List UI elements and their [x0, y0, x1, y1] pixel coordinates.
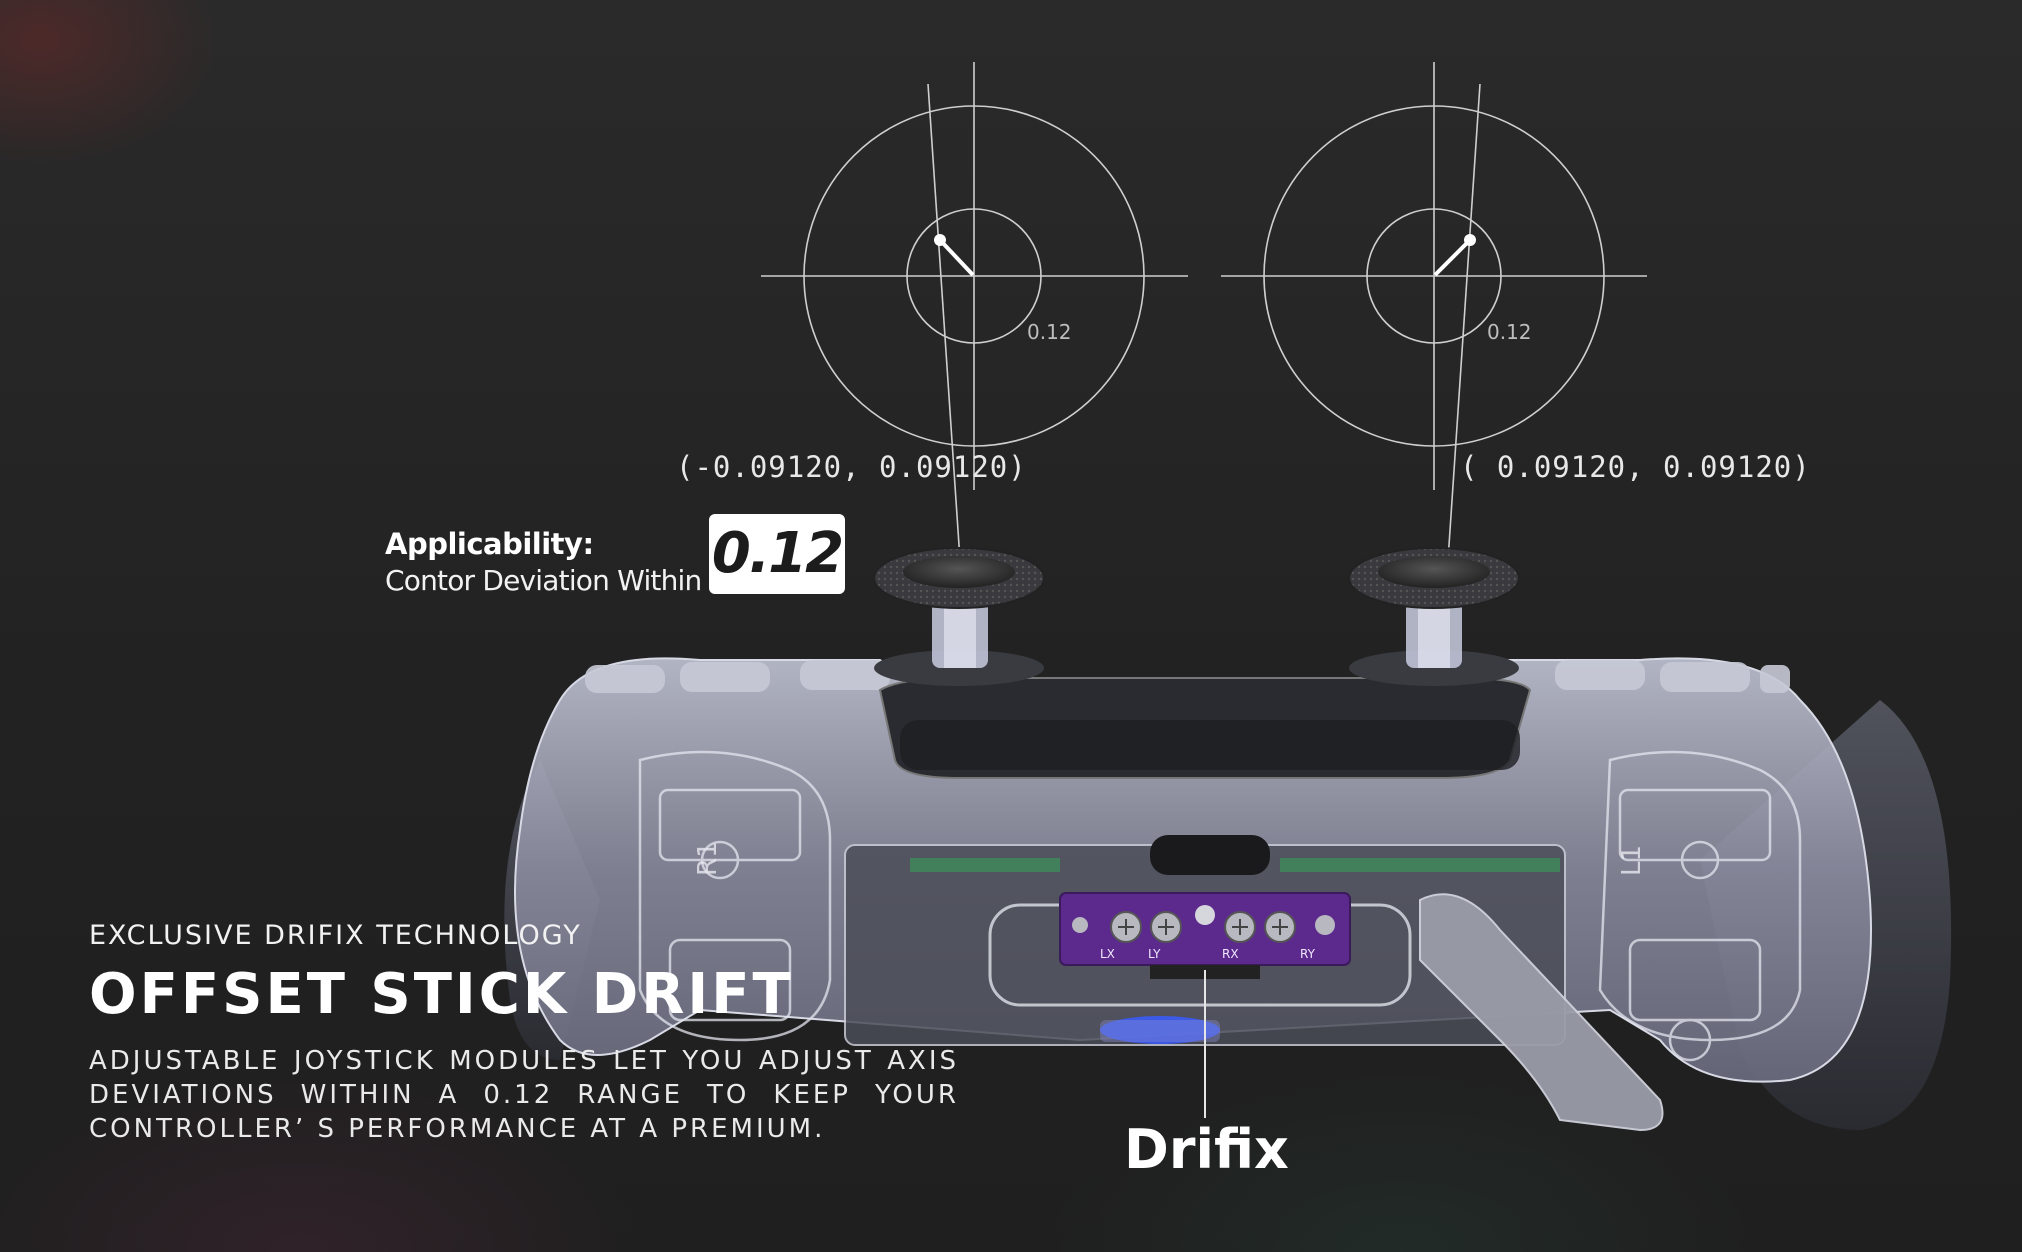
- drifix-board: LX LY RX RY: [1059, 892, 1351, 979]
- feature-headline: OFFSET STICK DRIFT: [89, 962, 794, 1027]
- feature-body: ADJUSTABLE JOYSTICK MODULES LET YOU ADJU…: [89, 1046, 959, 1144]
- board-label-lx: LX: [1100, 947, 1115, 961]
- right-inner-housing: [1598, 750, 1802, 1062]
- applicability-subtitle: Contor Deviation Within: [385, 564, 702, 598]
- deviation-vector: [938, 238, 975, 277]
- right-stick-diagram: [1221, 62, 1647, 561]
- shoulder-buttons: [585, 660, 1790, 693]
- board-label-ly: LY: [1148, 947, 1161, 961]
- board-label-rx: RX: [1222, 947, 1239, 961]
- tilt-axis: [1447, 83, 1481, 561]
- left-stick-diagram: [761, 62, 1188, 561]
- applicability-title: Applicability:: [385, 527, 594, 561]
- drifix-label: Drifix: [1124, 1118, 1289, 1181]
- deviation-point: [1464, 234, 1476, 246]
- left-inner-housing: [638, 750, 832, 1042]
- board-label-ry: RY: [1300, 947, 1316, 961]
- left-scale-label: 0.12: [1027, 320, 1072, 344]
- grip-label-r1: R1: [693, 841, 723, 876]
- feature-eyebrow: EXCLUSIVE DRIFIX TECHNOLOGY: [89, 920, 582, 951]
- right-joystick: [1348, 547, 1520, 686]
- tilt-axis: [927, 83, 961, 561]
- deviation-badge: 0.12: [709, 514, 845, 594]
- right-scale-label: 0.12: [1487, 320, 1532, 344]
- applicability-block: Applicability: Contor Deviation Within: [385, 527, 702, 598]
- usb-port: [1150, 835, 1270, 875]
- right-stick-coordinates: ( 0.09120, 0.09120): [1460, 450, 1811, 484]
- controller: R1 L1 LX: [504, 547, 1952, 1132]
- grip-label-l1: L1: [1617, 845, 1647, 876]
- deviation-vector: [1433, 238, 1472, 277]
- light-bar: [1100, 1016, 1220, 1044]
- module-latch: [1419, 893, 1664, 1132]
- left-stick-coordinates: (-0.09120, 0.09120): [676, 450, 1027, 484]
- deviation-point: [934, 234, 946, 246]
- left-joystick: [873, 547, 1045, 686]
